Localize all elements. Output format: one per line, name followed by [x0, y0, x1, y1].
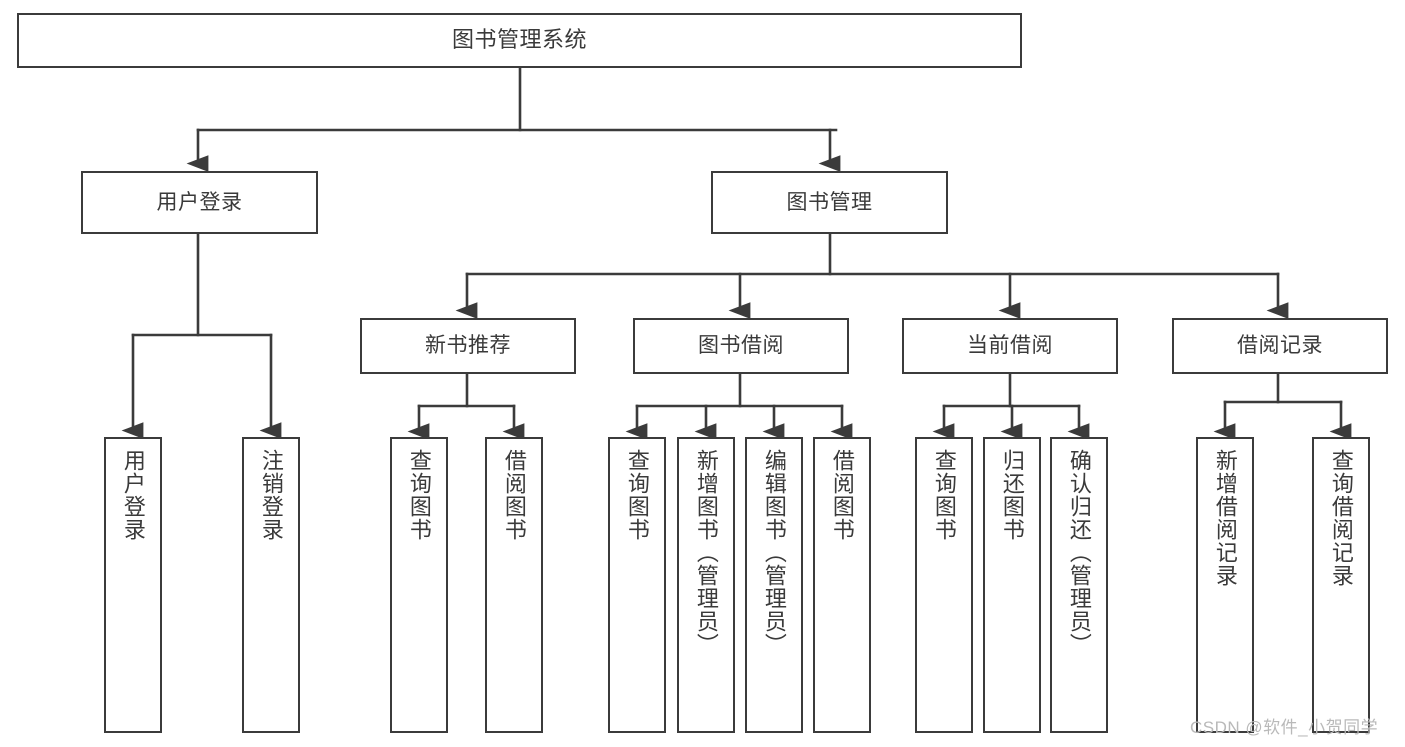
node-leaf-logout-login[interactable]: 注销登录	[242, 437, 300, 733]
node-current-borrow[interactable]: 当前借阅	[902, 318, 1118, 374]
node-leaf-add-record-label: 新增借阅记录	[1212, 449, 1238, 587]
node-book-management-label: 图书管理	[786, 190, 873, 214]
node-leaf-query-book-1[interactable]: 查询图书	[390, 437, 448, 733]
node-leaf-confirm-return-label: 确认归还（管理员）	[1066, 449, 1092, 656]
node-current-borrow-label: 当前借阅	[967, 334, 1053, 358]
node-leaf-query-record[interactable]: 查询借阅记录	[1312, 437, 1370, 733]
node-borrow-record-label: 借阅记录	[1237, 334, 1323, 358]
node-leaf-edit-book-label: 编辑图书（管理员）	[761, 449, 787, 656]
node-new-book-recommend[interactable]: 新书推荐	[360, 318, 576, 374]
node-leaf-edit-book[interactable]: 编辑图书（管理员）	[745, 437, 803, 733]
node-leaf-query-book-1-label: 查询图书	[406, 449, 432, 541]
node-leaf-query-book-3[interactable]: 查询图书	[915, 437, 973, 733]
node-leaf-query-record-label: 查询借阅记录	[1328, 449, 1354, 587]
node-leaf-return-book[interactable]: 归还图书	[983, 437, 1041, 733]
node-leaf-query-book-2[interactable]: 查询图书	[608, 437, 666, 733]
node-root-label: 图书管理系统	[451, 27, 587, 53]
node-root[interactable]: 图书管理系统	[17, 13, 1022, 68]
node-leaf-query-book-2-label: 查询图书	[624, 449, 650, 541]
node-leaf-borrow-book-1[interactable]: 借阅图书	[485, 437, 543, 733]
node-user-login[interactable]: 用户登录	[81, 171, 318, 234]
node-leaf-user-login[interactable]: 用户登录	[104, 437, 162, 733]
node-leaf-return-book-label: 归还图书	[999, 449, 1025, 541]
node-leaf-user-login-label: 用户登录	[120, 449, 146, 541]
node-leaf-borrow-book-1-label: 借阅图书	[501, 449, 527, 541]
node-new-book-recommend-label: 新书推荐	[425, 334, 511, 358]
node-user-login-label: 用户登录	[156, 190, 243, 214]
node-leaf-add-book-label: 新增图书（管理员）	[693, 449, 719, 656]
node-book-borrow-label: 图书借阅	[698, 334, 784, 358]
node-leaf-logout-login-label: 注销登录	[258, 449, 284, 541]
node-borrow-record[interactable]: 借阅记录	[1172, 318, 1388, 374]
node-book-management[interactable]: 图书管理	[711, 171, 948, 234]
node-leaf-query-book-3-label: 查询图书	[931, 449, 957, 541]
node-leaf-borrow-book-2-label: 借阅图书	[829, 449, 855, 541]
node-leaf-add-record[interactable]: 新增借阅记录	[1196, 437, 1254, 733]
watermark-text: CSDN @软件_小贺同学	[1190, 718, 1379, 737]
node-leaf-borrow-book-2[interactable]: 借阅图书	[813, 437, 871, 733]
node-leaf-confirm-return[interactable]: 确认归还（管理员）	[1050, 437, 1108, 733]
node-leaf-add-book[interactable]: 新增图书（管理员）	[677, 437, 735, 733]
node-book-borrow[interactable]: 图书借阅	[633, 318, 849, 374]
